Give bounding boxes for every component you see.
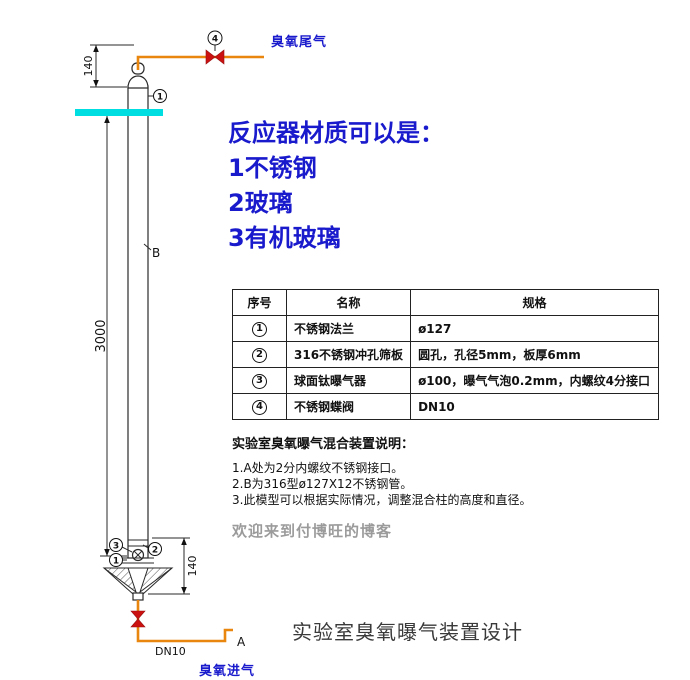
callout-2-label: 2 — [152, 546, 158, 556]
table-row: 4 不锈钢蝶阀 DN10 — [232, 393, 660, 420]
material-note-item: 1不锈钢 — [228, 154, 317, 182]
top-valve-icon — [205, 45, 225, 65]
page-title: 实验室臭氧曝气装置设计 — [292, 620, 523, 644]
callout-number: 3 — [252, 373, 267, 389]
callout-number: 4 — [252, 399, 267, 415]
dim-bottom-140: 140 — [148, 537, 199, 595]
row-spec: DN10 — [410, 393, 660, 420]
description-notes: 实验室臭氧曝气混合装置说明： 1.A处为2分内螺纹不锈钢接口。 2.B为316型… — [232, 437, 531, 508]
label-a: A — [237, 635, 246, 649]
top-gas-label: 臭氧尾气 — [271, 35, 328, 50]
column-cap — [127, 75, 149, 89]
label-dn10: DN10 — [155, 645, 186, 658]
reactor-column — [127, 85, 149, 559]
callout-number: 1 — [252, 321, 267, 337]
callout-3-label: 3 — [113, 542, 119, 552]
row-spec: 圆孔，孔径5mm，板厚6mm — [410, 341, 660, 368]
col-header-spec: 规格 — [410, 289, 660, 316]
row-name: 不锈钢蝶阀 — [285, 393, 412, 420]
notes-line: 1.A处为2分内螺纹不锈钢接口。 — [232, 461, 404, 475]
material-note-heading: 反应器材质可以是： — [228, 119, 444, 147]
bottom-valve-icon — [130, 610, 146, 628]
col-header-no: 序号 — [232, 289, 287, 316]
table-row: 3 球面钛曝气器 ø100，曝气气泡0.2mm，内螺纹4分接口 — [232, 367, 660, 394]
callout-2-bottom: 2 — [142, 542, 162, 556]
notes-line: 2.B为316型ø127X12不锈钢管。 — [232, 477, 413, 491]
row-name: 316不锈钢冲孔筛板 — [285, 341, 412, 368]
dim-bottom-label: 140 — [186, 556, 199, 577]
bottom-funnel — [102, 567, 174, 601]
table-row: 1 不锈钢法兰 ø127 — [232, 315, 660, 342]
spec-table: 序号 名称 规格 1 不锈钢法兰 ø127 2 316不锈钢冲孔筛板 圆孔，孔径… — [232, 289, 660, 420]
bottom-pipe — [136, 600, 233, 643]
dim-main-label: 3000 — [94, 319, 109, 352]
row-no: 3 — [232, 367, 287, 394]
material-note-item: 3有机玻璃 — [228, 224, 341, 252]
dim-3000: 3000 — [94, 116, 127, 557]
blog-watermark: 欢迎来到付博旺的博客 — [232, 522, 393, 540]
row-spec: ø100，曝气气泡0.2mm，内螺纹4分接口 — [410, 367, 660, 394]
aerator-icon — [131, 548, 145, 562]
material-note-item: 2玻璃 — [228, 189, 293, 217]
col-header-name: 名称 — [285, 289, 412, 316]
water-level-line — [75, 109, 163, 116]
bottom-gas-label: 臭氧进气 — [199, 664, 256, 679]
dim-top-label: 140 — [82, 56, 95, 77]
callout-4-top: 4 — [207, 30, 223, 46]
notes-line: 3.此模型可以根据实际情况，调整混合柱的高度和直径。 — [232, 493, 532, 507]
row-name: 不锈钢法兰 — [285, 315, 412, 342]
row-name: 球面钛曝气器 — [285, 367, 412, 394]
callout-4-label: 4 — [212, 35, 218, 45]
dim-top-140: 140 — [82, 44, 134, 88]
callout-1-bottom-label: 1 — [113, 557, 119, 567]
row-no: 1 — [232, 315, 287, 342]
callout-1-label: 1 — [157, 93, 163, 103]
top-pipe — [136, 55, 264, 70]
notes-heading: 实验室臭氧曝气混合装置说明： — [232, 437, 415, 452]
bottom-flange — [122, 557, 154, 564]
row-spec: ø127 — [410, 315, 660, 342]
spec-table-header-row: 序号 名称 规格 — [232, 289, 660, 316]
row-no: 2 — [232, 341, 287, 368]
callout-number: 2 — [252, 347, 267, 363]
row-no: 4 — [232, 393, 287, 420]
callout-1-bottom: 1 — [109, 553, 127, 567]
table-row: 2 316不锈钢冲孔筛板 圆孔，孔径5mm，板厚6mm — [232, 341, 660, 368]
material-note: 反应器材质可以是： 1不锈钢 2玻璃 3有机玻璃 — [228, 116, 444, 256]
callout-1-top: 1 — [148, 89, 167, 103]
label-b: B — [143, 243, 160, 260]
callout-3-bottom: 3 — [109, 538, 133, 553]
point-b-label: B — [152, 246, 160, 260]
